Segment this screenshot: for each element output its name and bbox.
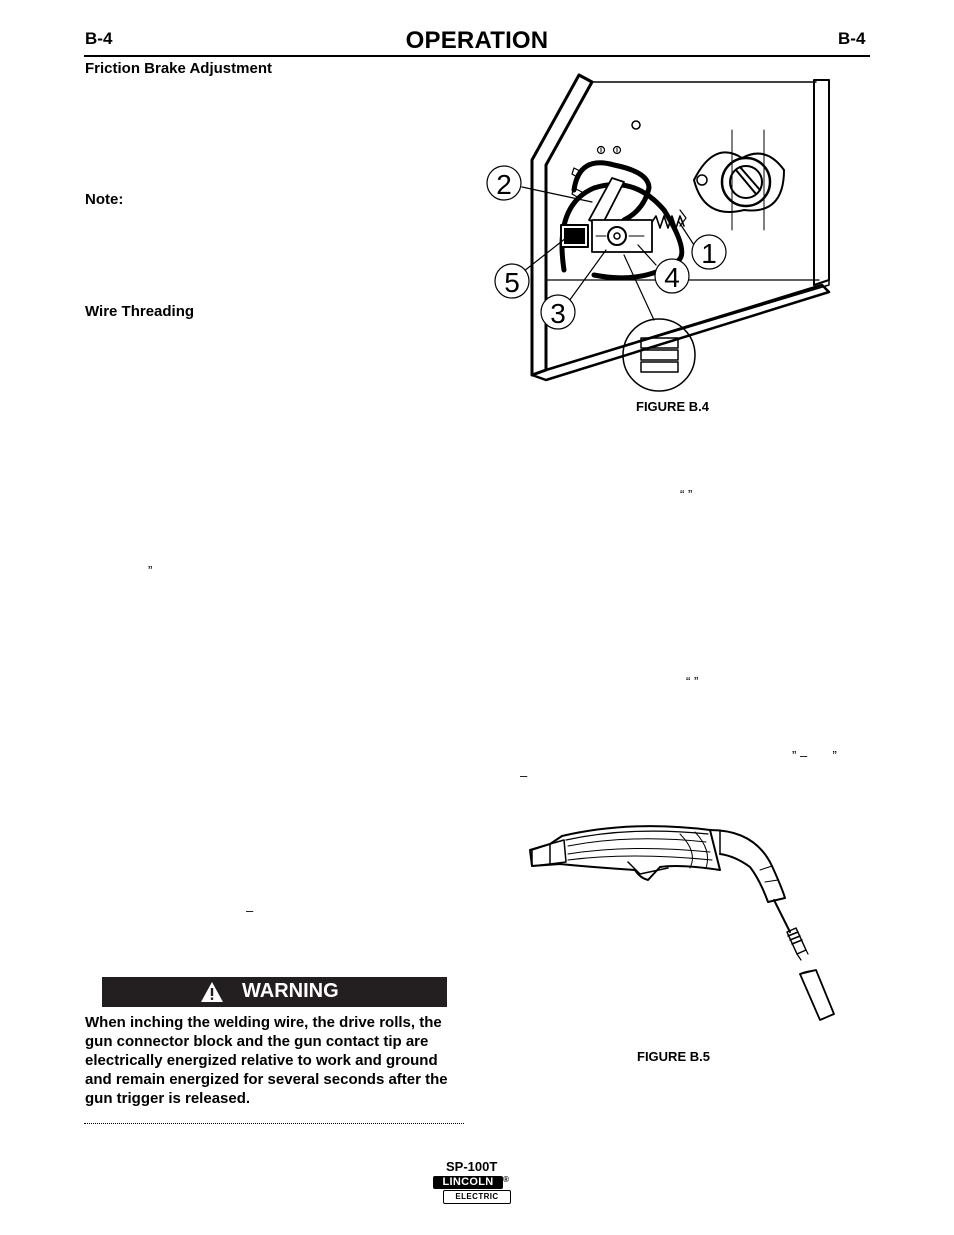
figure-b5-drawing — [529, 825, 835, 1021]
friction-brake-heading: Friction Brake Adjustment — [85, 60, 272, 77]
callout-1: 1 — [701, 238, 717, 269]
logo-top-text: LINCOLN — [433, 1176, 503, 1189]
warning-text: When inching the welding wire, the drive… — [85, 1014, 448, 1107]
callout-3: 3 — [550, 298, 566, 329]
callout-1-circle — [691, 234, 727, 270]
callout-4-circle — [654, 258, 690, 294]
quote-mark-1: “ ” — [680, 487, 693, 502]
warning-triangle-icon — [201, 982, 223, 1002]
callout-3-circle — [540, 294, 576, 330]
figure-b4-callouts: 2 1 5 4 3 — [486, 165, 727, 330]
note-label: Note: — [85, 191, 124, 208]
model-number: SP-100T — [446, 1159, 498, 1174]
logo-bottom-text: ELECTRIC — [443, 1190, 511, 1204]
column-divider-dotted — [84, 1123, 464, 1124]
wire-threading-heading: Wire Threading — [85, 303, 195, 320]
callout-2: 2 — [496, 169, 512, 200]
callout-4: 4 — [664, 262, 680, 293]
figure-b4-drawing: 2 1 5 4 3 — [486, 73, 831, 392]
callout-2-circle — [486, 165, 522, 201]
figure-b5-caption: FIGURE B.5 — [637, 1049, 710, 1064]
logo-registered-mark: ® — [503, 1175, 509, 1184]
lincoln-electric-logo: LINCOLN ® ELECTRIC — [433, 1175, 511, 1204]
stray-quote: ” — [148, 563, 153, 578]
section-code-left: B-4 — [85, 29, 113, 48]
warning-label: WARNING — [242, 980, 339, 1002]
quote-mark-3: ” – ” — [792, 748, 837, 763]
quote-mark-2: “ ” — [686, 674, 699, 689]
header-rule — [84, 55, 870, 57]
figure-b4-caption: FIGURE B.4 — [636, 399, 709, 414]
callout-5-circle — [494, 263, 530, 299]
stray-dash: – — [246, 903, 254, 918]
page-title: OPERATION — [405, 27, 549, 54]
dash-mark-1: – — [520, 768, 528, 783]
warning-banner: WARNING — [102, 977, 447, 1007]
callout-5: 5 — [504, 267, 520, 298]
section-code-right: B-4 — [838, 29, 866, 48]
